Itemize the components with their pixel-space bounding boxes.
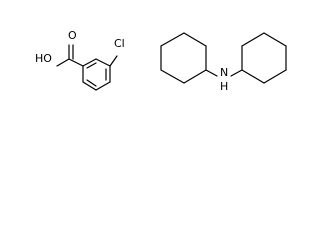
right-ring-bond-2: [263, 32, 287, 47]
benzene-ring-1: [82, 58, 111, 91]
aromatic-inner-bond-3: [86, 79, 97, 87]
amine-label: N: [220, 66, 228, 79]
left-ring-bond-5: [160, 69, 185, 84]
hydroxyl-label: HO: [35, 52, 52, 65]
carboxyl-bond-ring-carbon: [68, 58, 84, 67]
cyclohexane-ring-right: [241, 32, 287, 84]
ring-bond-c5-c6: [82, 81, 97, 91]
chlorine-label: Cl: [114, 37, 125, 50]
chemical-structure-drawing: O HO Cl N: [35, 29, 287, 93]
chlorine-bond: [109, 55, 118, 67]
ring-bond-c1-c2: [82, 58, 97, 67]
molecule-2: N H: [160, 32, 287, 93]
nitrogen-right-bond: [230, 69, 243, 77]
carboxyl-single-bond-oxygen: [56, 58, 70, 67]
left-ring-bond-4: [183, 69, 207, 84]
cyclohexane-ring-left: [160, 32, 207, 84]
ring-bond-c4-c5: [95, 81, 111, 91]
nitrogen-left-bond: [205, 69, 218, 77]
chemical-structure-canvas: O HO Cl N: [0, 0, 300, 117]
left-ring-bond-1: [160, 32, 185, 47]
aromatic-inner-bond-1: [86, 62, 97, 69]
right-ring-bond-4: [263, 69, 287, 84]
ring-bond-c2-c3: [95, 58, 111, 67]
left-ring-bond-2: [183, 32, 207, 47]
carbonyl-oxygen-label: O: [68, 29, 77, 42]
right-ring-bond-1: [241, 32, 265, 47]
right-ring-bond-5: [241, 69, 265, 84]
molecule-1: O HO Cl: [35, 29, 125, 91]
amine-hydrogen-label: H: [220, 80, 228, 93]
